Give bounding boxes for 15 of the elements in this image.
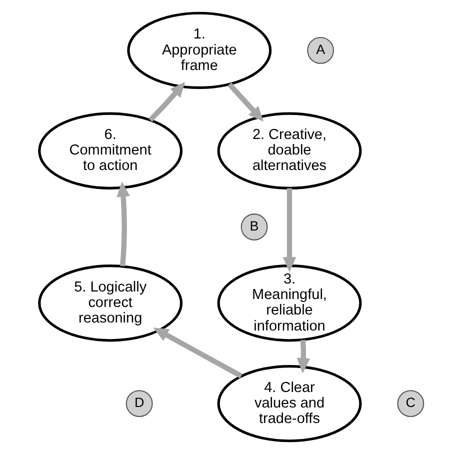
node-ellipse: 4. Clear values and trade-offs xyxy=(216,364,362,442)
arrow xyxy=(148,81,185,122)
node-ellipse: 3. Meaningful, reliable information xyxy=(216,264,362,342)
arrow xyxy=(116,180,130,266)
node-ellipse: 1. Appropriate frame xyxy=(126,11,272,88)
node-circle: B xyxy=(240,213,268,240)
node-circle: C xyxy=(396,390,424,417)
node-ellipse: 6. Commitment to action xyxy=(38,112,182,189)
arrow xyxy=(152,327,242,378)
node-circle: A xyxy=(306,36,334,64)
node-circle: D xyxy=(125,390,152,417)
arrow xyxy=(296,339,310,373)
arrow xyxy=(226,82,264,122)
node-ellipse: 2. Creative, doable alternatives xyxy=(216,112,362,189)
arrow xyxy=(282,188,296,272)
